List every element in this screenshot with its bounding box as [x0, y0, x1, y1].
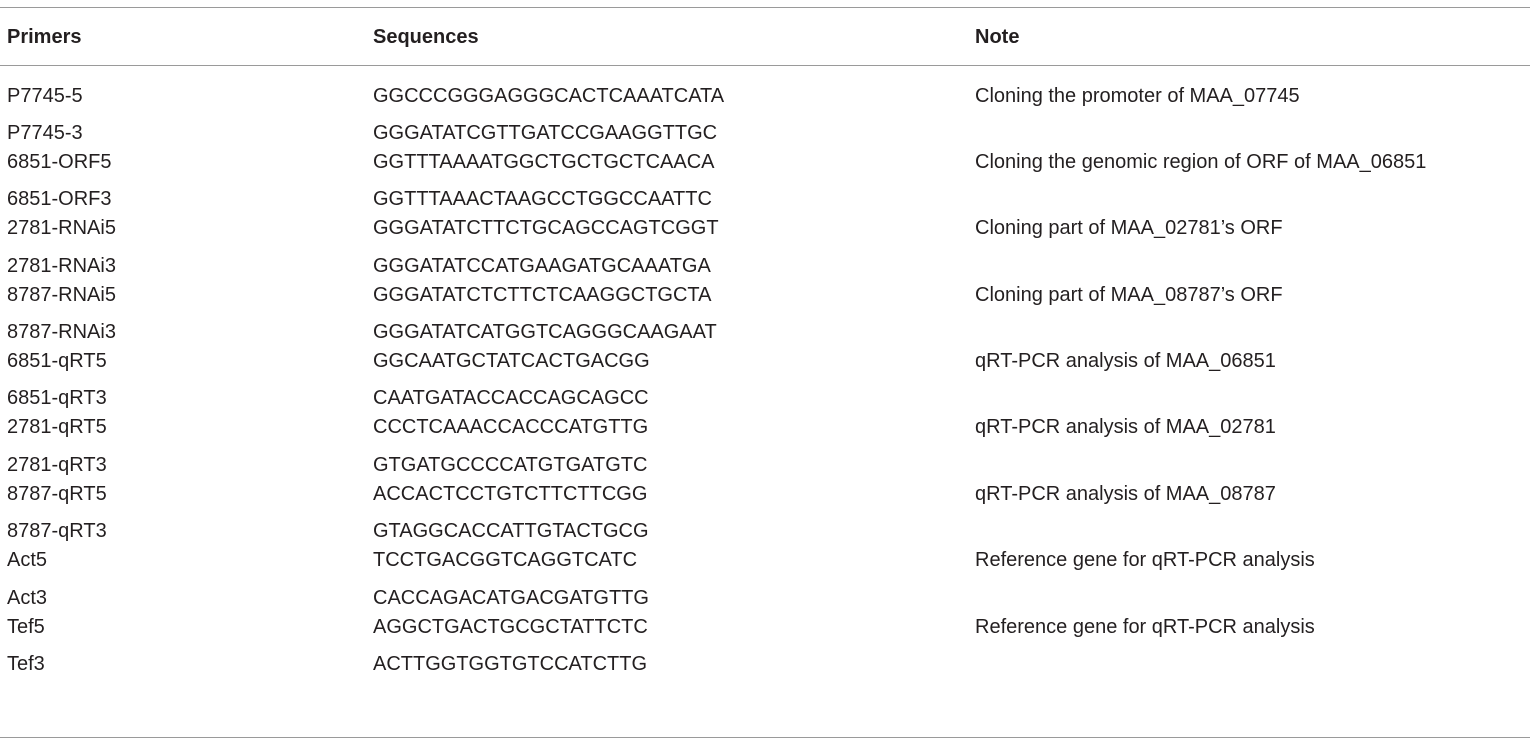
table-header-row: Primers Sequences Note — [0, 24, 1530, 50]
sequence-cell: GGTTTAAACTAAGCCTGGCCAATTC — [373, 188, 712, 210]
primer-cell: Tef3 — [7, 653, 45, 675]
table-row: 8787-RNAi5 GGGATATCTCTTCTCAAGGCTGCTA Cloni… — [0, 282, 1530, 308]
sequence-cell: GGGATATCCATGAAGATGCAAATGA — [373, 255, 711, 277]
table-row: Tef5 AGGCTGACTGCGCTATTCTC Reference gene f… — [0, 614, 1530, 640]
header-sequences: Sequences — [373, 26, 479, 48]
primer-cell: 2781-RNAi5 — [7, 217, 116, 239]
table-row: P7745-3 GGGATATCGTTGATCCGAAGGTTGC — [0, 120, 1530, 146]
sequence-cell: GTAGGCACCATTGTACTGCG — [373, 520, 649, 542]
table-row: 2781-RNAi3 GGGATATCCATGAAGATGCAAATGA — [0, 253, 1530, 279]
table-row: Act3 CACCAGACATGACGATGTTG — [0, 585, 1530, 611]
primer-cell: 8787-RNAi3 — [7, 321, 116, 343]
primer-cell: 2781-qRT3 — [7, 454, 107, 476]
table-row: 8787-RNAi3 GGGATATCATGGTCAGGGCAAGAAT — [0, 319, 1530, 345]
note-cell: Cloning part of MAA_08787’s ORF — [975, 284, 1283, 306]
primer-cell: 6851-qRT3 — [7, 387, 107, 409]
note-cell: Reference gene for qRT-PCR analysis — [975, 549, 1315, 571]
note-cell: qRT-PCR analysis of MAA_02781 — [975, 416, 1276, 438]
primer-cell: 8787-qRT3 — [7, 520, 107, 542]
table-row: 2781-RNAi5 GGGATATCTTCTGCAGCCAGTCGGT Cloni… — [0, 215, 1530, 241]
primer-cell: Act5 — [7, 549, 48, 571]
header-note: Note — [975, 26, 1020, 48]
table-row: Tef3 ACTTGGTGGTGTCCATCTTG — [0, 651, 1530, 677]
sequence-cell: ACTTGGTGGTGTCCATCTTG — [373, 653, 648, 675]
header-primers: Primers — [7, 26, 82, 48]
sequence-cell: CACCAGACATGACGATGTTG — [373, 587, 649, 609]
sequence-cell: ACCACTCCTGTCTTCTTCGG — [373, 483, 648, 505]
primer-cell: 6851-ORF5 — [7, 151, 112, 173]
sequence-cell: GGGATATCATGGTCAGGGCAAGAAT — [373, 321, 717, 343]
primer-cell: 6851-ORF3 — [7, 188, 112, 210]
sequence-cell: GGGATATCTCTTCTCAAGGCTGCTA — [373, 284, 712, 306]
note-cell: qRT-PCR analysis of MAA_06851 — [975, 350, 1276, 372]
primer-cell: P7745-3 — [7, 122, 83, 144]
table-top-rule — [0, 7, 1530, 8]
table-row: 2781-qRT3 GTGATGCCCCATGTGATGTC — [0, 452, 1530, 478]
note-cell: qRT-PCR analysis of MAA_08787 — [975, 483, 1276, 505]
note-cell: Cloning the promoter of MAA_07745 — [975, 85, 1300, 107]
sequence-cell: GGGATATCGTTGATCCGAAGGTTGC — [373, 122, 718, 144]
sequence-cell: GTGATGCCCCATGTGATGTC — [373, 454, 648, 476]
table-row: Act5 TCCTGACGGTCAGGTCATC Reference gene fo… — [0, 547, 1530, 573]
primer-cell: Act3 — [7, 587, 48, 609]
sequence-cell: AGGCTGACTGCGCTATTCTC — [373, 616, 648, 638]
sequence-cell: CAATGATACCACCAGCAGCC — [373, 387, 649, 409]
table-row: 6851-ORF5 GGTTTAAAATGGCTGCTGCTCAACA Clonin… — [0, 149, 1530, 175]
sequence-cell: GGCCCGGGAGGGCACTCAAATCATA — [373, 85, 725, 107]
sequence-cell: TCCTGACGGTCAGGTCATC — [373, 549, 638, 571]
sequence-cell: GGCAATGCTATCACTGACGG — [373, 350, 650, 372]
table-row: P7745-5 GGCCCGGGAGGGCACTCAAATCATA Cloning … — [0, 83, 1530, 109]
table-row: 6851-qRT5 GGCAATGCTATCACTGACGG qRT-PCR ana… — [0, 348, 1530, 374]
sequence-cell: GGTTTAAAATGGCTGCTGCTCAACA — [373, 151, 715, 173]
primer-cell: 8787-RNAi5 — [7, 284, 116, 306]
primer-cell: 2781-qRT5 — [7, 416, 107, 438]
sequence-cell: CCCTCAAACCACCCATGTTG — [373, 416, 649, 438]
table-bottom-rule — [0, 737, 1530, 738]
table-row: 8787-qRT3 GTAGGCACCATTGTACTGCG — [0, 518, 1530, 544]
primer-cell: P7745-5 — [7, 85, 83, 107]
primer-cell: 8787-qRT5 — [7, 483, 107, 505]
note-cell: Reference gene for qRT-PCR analysis — [975, 616, 1315, 638]
primer-cell: Tef5 — [7, 616, 45, 638]
primer-cell: 6851-qRT5 — [7, 350, 107, 372]
sequence-cell: GGGATATCTTCTGCAGCCAGTCGGT — [373, 217, 719, 239]
table-row: 6851-qRT3 CAATGATACCACCAGCAGCC — [0, 385, 1530, 411]
table-row: 8787-qRT5 ACCACTCCTGTCTTCTTCGG qRT-PCR ana… — [0, 481, 1530, 507]
primer-cell: 2781-RNAi3 — [7, 255, 116, 277]
table-header-rule — [0, 65, 1530, 66]
note-cell: Cloning part of MAA_02781’s ORF — [975, 217, 1283, 239]
table-row: 6851-ORF3 GGTTTAAACTAAGCCTGGCCAATTC — [0, 186, 1530, 212]
note-cell: Cloning the genomic region of ORF of MAA… — [975, 151, 1427, 173]
table-row: 2781-qRT5 CCCTCAAACCACCCATGTTG qRT-PCR ana… — [0, 414, 1530, 440]
